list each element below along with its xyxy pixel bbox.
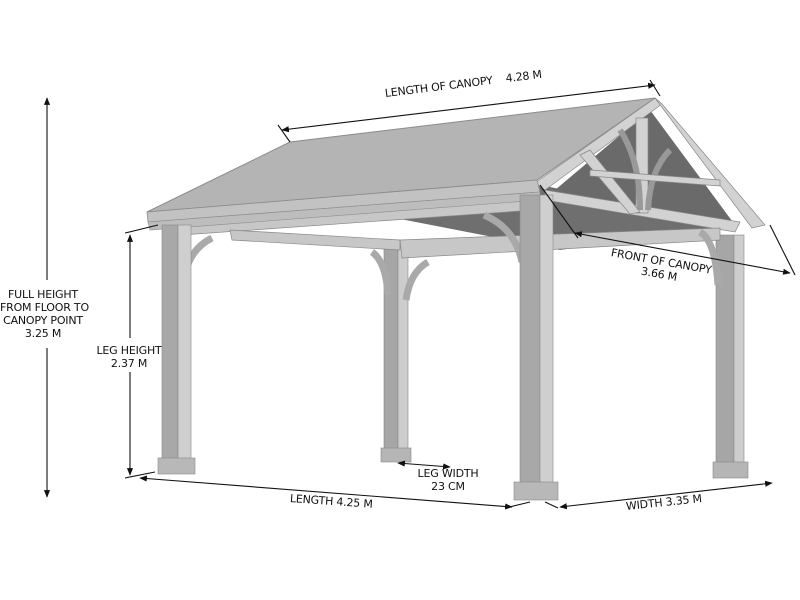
front-left-post (157, 224, 196, 475)
full-height-label-line2: FROM FLOOR TO (0, 301, 89, 314)
front-right-post (513, 194, 559, 501)
leg-width-text: LEG WIDTH (417, 467, 479, 480)
full-height-label-line1: FULL HEIGHT (8, 288, 78, 301)
leg-height-label: LEG HEIGHT 2.37 M (92, 344, 166, 370)
dimension-lines (43, 79, 796, 510)
leg-width-value: 23 CM (431, 480, 465, 493)
length-value: 4.25 M (335, 495, 374, 511)
leg-height-value: 2.37 M (110, 357, 148, 370)
leg-width-label: LEG WIDTH 23 CM (414, 467, 482, 493)
leg-height-text: LEG HEIGHT (96, 344, 162, 357)
full-height-label-line3: CANOPY POINT (3, 314, 83, 327)
full-height-value: 3.25 M (24, 327, 62, 340)
full-height-label: FULL HEIGHT FROM FLOOR TO CANOPY POINT 3… (0, 288, 89, 340)
